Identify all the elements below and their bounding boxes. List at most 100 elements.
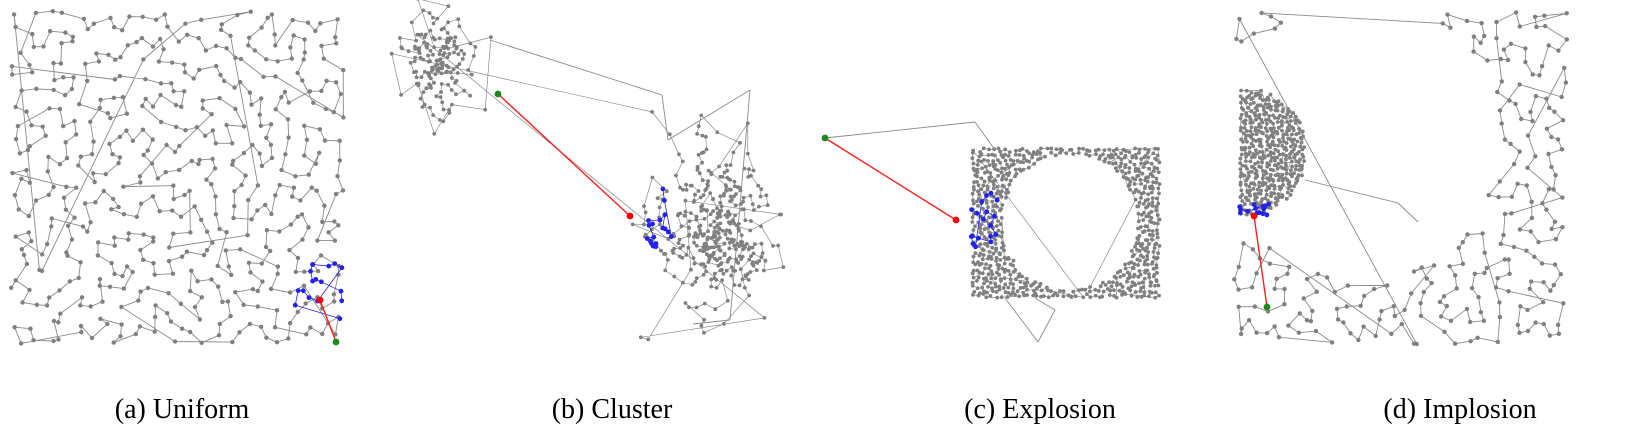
caption-uniform: (a) Uniform [114,394,250,425]
city-node [15,123,21,129]
city-node [1297,160,1301,165]
city-node [471,54,476,58]
city-node [431,15,435,20]
city-node [674,173,678,178]
city-node [1138,178,1143,182]
city-node [107,141,112,147]
city-node [58,61,64,66]
city-node [1139,182,1143,186]
city-node [1299,167,1304,172]
city-node [337,138,342,143]
city-node [1153,295,1158,300]
city-node [1249,91,1254,95]
city-node [1277,195,1281,200]
city-node [985,290,989,295]
city-node [748,228,753,233]
city-node [1272,191,1276,196]
city-node [724,163,729,168]
neighbor-node [644,236,650,241]
city-node [165,311,170,316]
neighbor-node [1251,202,1257,207]
city-node [12,325,17,330]
city-node [1007,182,1012,187]
city-node [225,299,231,304]
city-node [56,320,61,325]
city-node [118,55,123,60]
city-node [708,212,713,217]
city-node [304,332,309,337]
city-node [1136,226,1140,231]
city-node [982,276,986,281]
city-node [1118,269,1123,273]
city-node [31,44,36,50]
city-node [127,14,132,19]
city-node [994,191,999,196]
city-node [718,214,722,219]
city-node [30,31,35,37]
city-node [1414,341,1419,347]
city-node [672,274,677,279]
city-node [993,153,997,158]
city-node [1552,109,1557,114]
city-node [680,256,685,260]
city-node [319,88,324,94]
city-node [728,163,733,168]
city-node [172,149,178,155]
city-node [289,56,294,61]
city-node [1257,115,1261,120]
city-node [1013,152,1018,157]
city-node [987,250,992,254]
city-node [151,239,156,244]
city-node [1123,266,1128,271]
city-node [1238,128,1243,133]
city-node [1269,142,1274,147]
city-node [1562,65,1567,71]
city-node [1149,161,1154,166]
city-node [1287,123,1292,127]
city-node [1108,288,1113,293]
city-node [1087,149,1092,153]
neighbor-node [308,268,313,274]
city-node [986,153,991,157]
city-node [141,257,146,262]
city-node [315,268,321,274]
city-node [993,276,998,281]
city-node [1313,328,1319,334]
city-node [1045,146,1050,151]
city-node [434,94,439,99]
city-node [1494,36,1499,41]
city-node [255,183,261,188]
city-node [982,170,987,175]
city-node [241,124,247,129]
city-node [1011,270,1016,274]
city-node [25,147,31,153]
city-node [676,241,681,246]
city-node [406,49,411,54]
city-node [1240,147,1244,152]
city-node [1017,153,1022,157]
city-node [93,200,98,205]
city-node [238,79,243,85]
city-node [733,268,737,273]
city-node [399,93,403,97]
city-node [13,24,18,30]
city-node [1258,96,1262,100]
city-node [1142,229,1147,234]
city-node [756,183,761,188]
city-node [49,224,54,229]
city-node [138,289,143,294]
city-node [168,319,174,324]
city-node [1155,153,1160,158]
city-node [1324,275,1330,280]
city-node [1243,159,1248,164]
city-node [1546,43,1551,48]
city-node [1119,151,1123,156]
city-node [1253,126,1258,130]
city-node [332,219,337,224]
city-node [706,168,711,173]
neighbor-node [1266,201,1271,207]
city-node [1507,98,1512,103]
city-node [657,222,662,227]
city-node [1115,281,1119,285]
city-node [970,215,975,220]
